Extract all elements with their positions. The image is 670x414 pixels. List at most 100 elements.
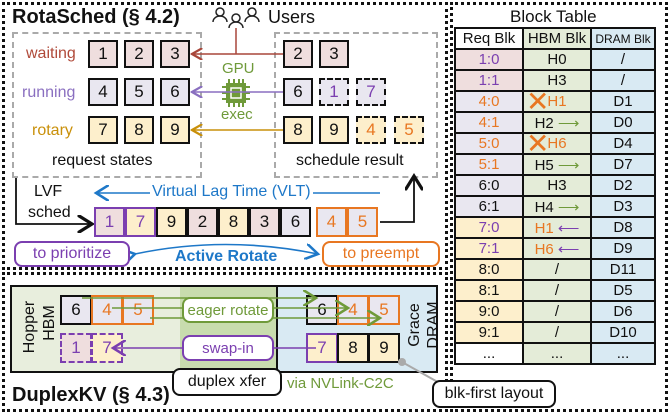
- hbm-blk-cell: /: [522, 279, 592, 302]
- queue-cell: 6: [280, 207, 311, 237]
- req-blk-cell: 4:1: [454, 111, 524, 134]
- table-row: 9:0 / D6: [454, 300, 656, 323]
- duplexkv-title: DuplexKV (§ 4.3): [12, 384, 170, 406]
- header-req-blk: Req Blk: [454, 27, 524, 50]
- queue-cell: 8: [218, 207, 249, 237]
- exec-label: exec: [221, 106, 253, 123]
- to-preempt-label: to preempt: [322, 241, 440, 267]
- hbm-blk-cell: H4 ⟶: [522, 195, 592, 218]
- schedule-cell: 2: [283, 40, 313, 68]
- dram-blk-cell: D4: [590, 132, 656, 155]
- hbm-blk-value: H1: [547, 93, 567, 110]
- hbm-blk-cell: /: [522, 321, 592, 344]
- schedule-cell: 9: [319, 116, 349, 144]
- schedule-cell-new: 7: [356, 78, 386, 106]
- schedule-cell: 3: [319, 40, 349, 68]
- queue-cell: 2: [187, 207, 218, 237]
- dram-blk-cell: D8: [590, 216, 656, 239]
- hbm-blk-value: H4: [534, 198, 554, 216]
- hbm-blk-cell: /: [522, 258, 592, 281]
- hbm-blk-value: H0: [547, 51, 567, 68]
- hbm-blk-value: H6: [547, 135, 567, 152]
- header-dram-blk: DRAM Blk: [590, 27, 656, 50]
- hbm-blk-value: /: [554, 324, 560, 341]
- hbm-blk-value: /: [554, 261, 560, 278]
- req-blk-cell: 8:0: [454, 258, 524, 281]
- hbm-blk-cell: H2 ⟶: [522, 111, 592, 134]
- rotasched-panel: [2, 2, 448, 270]
- table-header-row: Req Blk HBM Blk DRAM Blk: [454, 27, 656, 50]
- req-blk-cell: 6:1: [454, 195, 524, 218]
- dram-blk-cell: D7: [590, 153, 656, 176]
- vlt-label: Virtual Lag Time (VLT): [150, 183, 313, 201]
- req-blk-cell: 4:0: [454, 90, 524, 113]
- hbm-blk-value: H3: [547, 177, 567, 194]
- state-cell: 1: [88, 40, 118, 68]
- active-rotate-label: Active Rotate: [175, 248, 278, 265]
- req-blk-cell: 5:0: [454, 132, 524, 155]
- schedule-cell-new: 5: [394, 116, 424, 144]
- hbm-blk-value: /: [554, 303, 560, 320]
- hbm-blk-value: H3: [547, 72, 567, 89]
- request-states-caption: request states: [52, 152, 153, 169]
- sched-label: sched: [28, 204, 71, 221]
- dram-blk-cell: D0: [590, 111, 656, 134]
- queue-cell: 5: [347, 207, 378, 237]
- state-cell: 6: [160, 78, 190, 106]
- req-blk-cell: 7:0: [454, 216, 524, 239]
- table-row: .........: [454, 342, 656, 365]
- table-row: 8:0 / D11: [454, 258, 656, 281]
- state-cell: 5: [124, 78, 154, 106]
- running-label: running: [22, 84, 76, 101]
- hbm-blk-cell: H0: [522, 48, 592, 71]
- hbm-blk-value: ...: [550, 345, 564, 362]
- queue-cell: 9: [156, 207, 187, 237]
- hbm-block: 5: [122, 295, 154, 325]
- dram-blk-cell: D11: [590, 258, 656, 281]
- schedule-result-caption: schedule result: [296, 152, 404, 169]
- rotary-label: rotary: [32, 122, 73, 139]
- hbm-blk-cell: /: [522, 300, 592, 323]
- state-cell: 2: [124, 40, 154, 68]
- req-blk-cell: 9:0: [454, 300, 524, 323]
- hbm-blk-value: H1: [534, 219, 554, 237]
- table-row: 9:1/D10: [454, 321, 656, 344]
- hbm-blk-cell: H5 ⟶: [522, 153, 592, 176]
- to-prioritize-label: to prioritize: [14, 241, 130, 267]
- dram-block: 9: [368, 333, 400, 363]
- hbm-blk-cell: H1✕: [522, 86, 592, 117]
- dram-block: 8: [337, 333, 369, 363]
- queue-cell: 1: [94, 207, 125, 237]
- users-label: Users: [268, 7, 316, 27]
- dram-blk-cell: D9: [590, 237, 656, 260]
- hbm-blk-value: H5: [534, 156, 554, 174]
- request-states-box: [12, 32, 202, 178]
- offload-arrow-icon: ⟶: [553, 198, 580, 216]
- hbm-blk-cell: H3: [522, 69, 592, 92]
- gpu-chip-icon: [222, 79, 250, 107]
- rotasched-title: RotaSched (§ 4.2): [12, 6, 180, 28]
- swap-in-arrow-icon: ⟵: [553, 219, 580, 237]
- schedule-cell-new: 4: [356, 116, 386, 144]
- dram-blk-cell: D6: [590, 300, 656, 323]
- duplexkv-panel: [2, 272, 448, 412]
- req-blk-cell: ...: [454, 342, 524, 365]
- req-blk-cell: 5:1: [454, 153, 524, 176]
- hbm-blk-value: /: [554, 282, 560, 299]
- state-cell: 8: [124, 116, 154, 144]
- table-row: 8:1/D5: [454, 279, 656, 302]
- dram-blk-cell: D10: [590, 321, 656, 344]
- hbm-blk-value: H6: [534, 240, 554, 258]
- queue-cell: 3: [249, 207, 280, 237]
- req-blk-cell: 1:1: [454, 69, 524, 92]
- req-blk-cell: 1:0: [454, 48, 524, 71]
- nvlink-label: via NVLink-C2C: [287, 375, 394, 392]
